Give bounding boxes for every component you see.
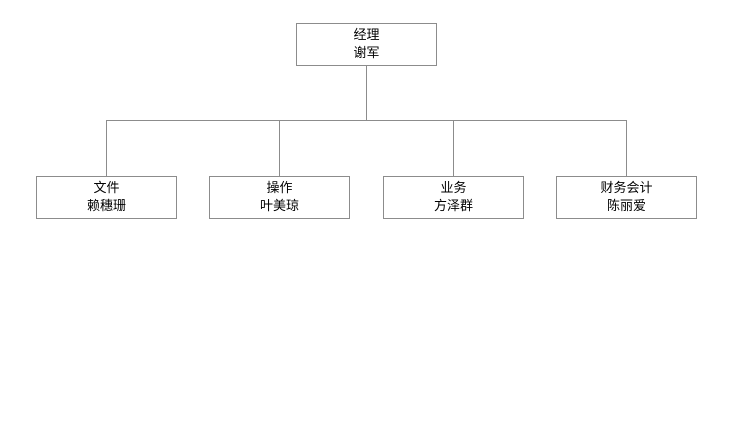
connector-horizontal-bar xyxy=(106,120,627,121)
org-node-documents: 文件 赖穗珊 xyxy=(36,176,177,219)
connector-to-child-3 xyxy=(453,120,454,176)
node-person-name: 方泽群 xyxy=(433,198,473,214)
node-role: 业务 xyxy=(440,180,467,196)
node-person-name: 谢军 xyxy=(353,45,380,61)
node-person-name: 陈丽爱 xyxy=(606,198,646,214)
org-node-business: 业务 方泽群 xyxy=(383,176,524,219)
connector-to-child-4 xyxy=(626,120,627,176)
node-person-name: 赖穗珊 xyxy=(86,198,126,214)
connector-to-child-2 xyxy=(279,120,280,176)
org-node-finance-accounting: 财务会计 陈丽爱 xyxy=(556,176,697,219)
node-role: 经理 xyxy=(353,27,380,43)
connector-to-child-1 xyxy=(106,120,107,176)
node-person-name: 叶美琼 xyxy=(259,198,299,214)
org-node-operations: 操作 叶美琼 xyxy=(209,176,350,219)
org-node-manager: 经理 谢军 xyxy=(296,23,437,66)
connector-root-down xyxy=(366,65,367,120)
node-role: 操作 xyxy=(266,180,293,196)
node-role: 文件 xyxy=(93,180,120,196)
node-role: 财务会计 xyxy=(600,180,653,196)
